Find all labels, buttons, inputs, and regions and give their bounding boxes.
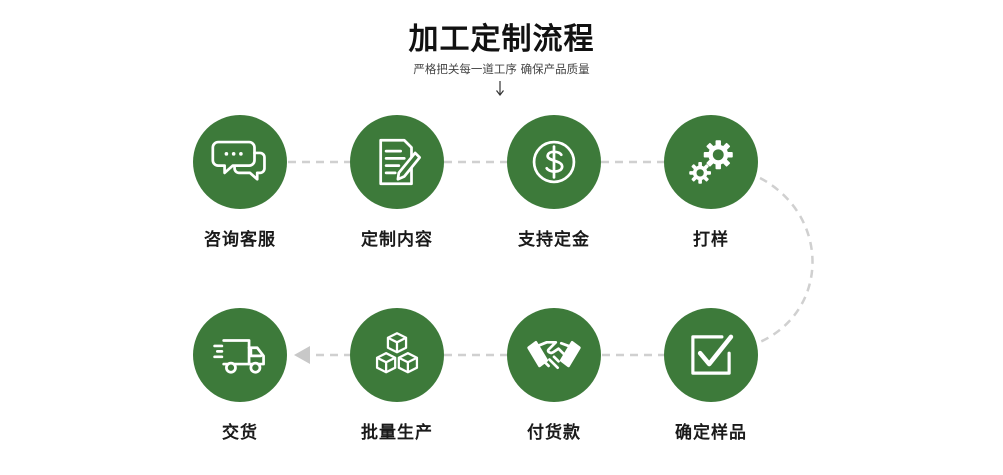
- step-label: 付货款: [527, 423, 581, 443]
- step-label: 支持定金: [518, 230, 590, 250]
- arrow-down-icon: [496, 81, 504, 96]
- page-subtitle: 严格把关每一道工序 确保产品质量: [413, 62, 590, 76]
- connector-4-5: [759, 176, 814, 344]
- step-circle: [664, 308, 758, 402]
- dollar-coin-icon: [532, 140, 576, 184]
- boxes-icon: [375, 332, 419, 374]
- flow-arrowhead-icon: [294, 346, 310, 364]
- checkbox-icon: [691, 334, 734, 375]
- step-circle: [193, 308, 287, 402]
- document-pen-icon: [379, 138, 422, 186]
- step-mass-production: 批量生产: [327, 308, 467, 443]
- step-label: 咨询客服: [204, 230, 276, 250]
- step-circle: [350, 308, 444, 402]
- step-circle: [664, 115, 758, 209]
- handshake-icon: [527, 340, 581, 370]
- step-confirm-sample: 确定样品: [641, 308, 781, 443]
- step-label: 确定样品: [675, 423, 747, 443]
- step-circle: [507, 308, 601, 402]
- step-label: 打样: [693, 230, 729, 250]
- step-payment: 付货款: [484, 308, 624, 443]
- page-title: 加工定制流程: [408, 22, 595, 57]
- step-label: 定制内容: [361, 230, 433, 250]
- step-custom-content: 定制内容: [327, 115, 467, 250]
- step-circle: [193, 115, 287, 209]
- step-sampling: 打样: [641, 115, 781, 250]
- step-circle: [507, 115, 601, 209]
- step-consult-service: 咨询客服: [170, 115, 310, 250]
- step-label: 交货: [222, 423, 258, 443]
- gears-icon: [689, 140, 733, 184]
- delivery-truck-icon: [213, 339, 265, 374]
- step-deposit: 支持定金: [484, 115, 624, 250]
- step-delivery: 交货: [170, 308, 310, 443]
- step-circle: [350, 115, 444, 209]
- chat-bubbles-icon: [211, 140, 266, 181]
- step-label: 批量生产: [361, 423, 433, 443]
